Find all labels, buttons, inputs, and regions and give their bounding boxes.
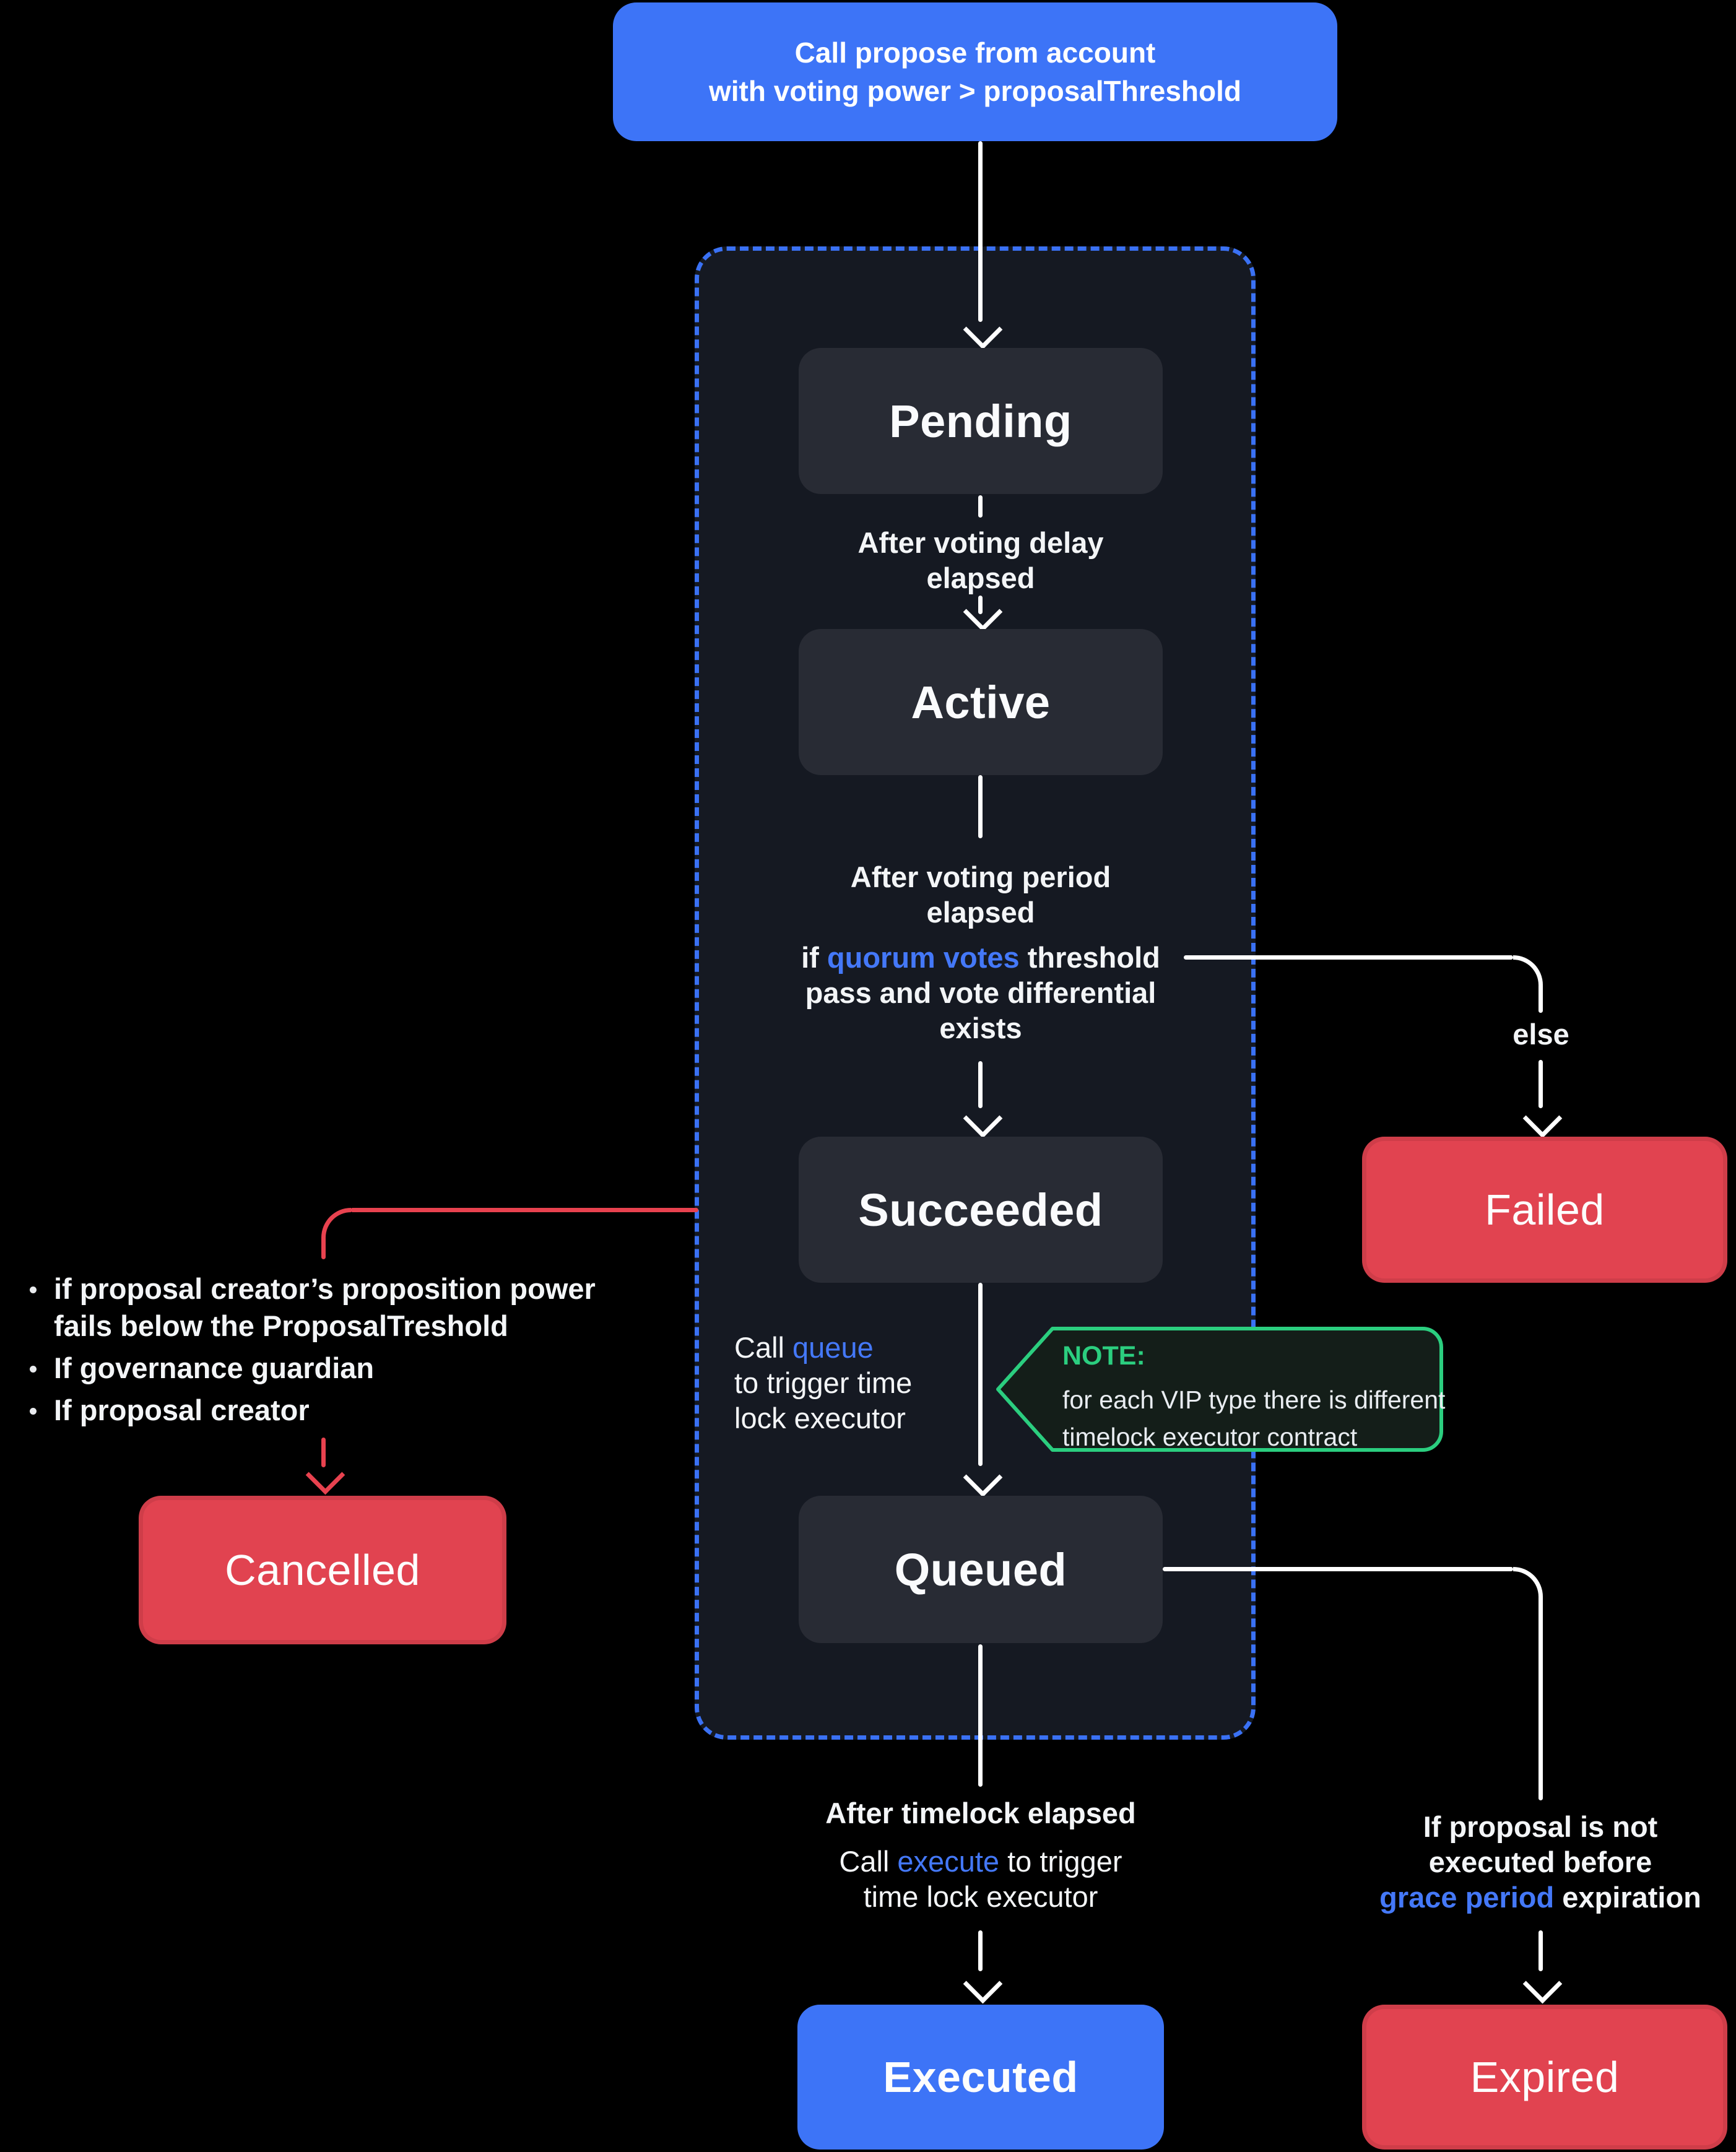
arrow-down-icon	[1522, 1098, 1563, 1139]
queue-link: queue	[792, 1331, 874, 1364]
label-call-queue: Call queue to trigger time lock executor	[734, 1331, 913, 1434]
state-failed-label: Failed	[1485, 1186, 1605, 1234]
state-active-label: Active	[911, 676, 1051, 728]
connector-active-stub	[978, 775, 983, 838]
note-line1: for each VIP type there is different	[1062, 1386, 1446, 1414]
list-item: if proposal creator’s proposition power …	[19, 1270, 650, 1345]
connector-cancel-corner	[321, 1208, 351, 1238]
note-line2: timelock executor contract	[1062, 1423, 1358, 1451]
label-expired-condition: If proposal is not executed before grace…	[1379, 1810, 1701, 1914]
connector-cancelled	[321, 1438, 326, 1467]
connector-condition-succeeded	[978, 1061, 983, 1108]
state-succeeded-label: Succeeded	[858, 1184, 1103, 1236]
grace-period-link: grace period	[1379, 1881, 1555, 1914]
label-after-voting-delay: After voting delay elapsed	[857, 526, 1104, 594]
connector-succeeded-queued	[978, 1283, 983, 1466]
quorum-votes-link: quorum votes	[827, 941, 1020, 974]
connector-else-vertical	[1539, 983, 1543, 1013]
connector-pending-stub	[978, 495, 983, 518]
state-succeeded: Succeeded	[799, 1137, 1163, 1283]
state-queued: Queued	[799, 1496, 1163, 1643]
state-executed-label: Executed	[883, 2053, 1078, 2101]
arrow-down-icon	[963, 1964, 1003, 2004]
list-item: If governance guardian	[19, 1350, 650, 1387]
label-quorum-condition: if quorum votes threshold pass and vote …	[801, 941, 1160, 1044]
connector-cancel-stub	[321, 1236, 326, 1259]
connector-executed-arrow	[978, 1930, 983, 1971]
label-call-execute: Call execute to trigger time lock execut…	[839, 1845, 1122, 1913]
start-node-line2: with voting power > proposalThreshold	[709, 75, 1241, 107]
state-pending-label: Pending	[889, 395, 1072, 447]
connector-delay-active	[978, 596, 983, 614]
state-failed: Failed	[1362, 1137, 1727, 1283]
bullet-icon	[30, 1366, 37, 1373]
execute-link: execute	[897, 1845, 1000, 1878]
note-callout-shape	[996, 1327, 1443, 1452]
arrow-down-icon	[305, 1455, 345, 1495]
connector-expired-horizontal	[1163, 1567, 1513, 1571]
state-pending: Pending	[799, 348, 1163, 494]
label-after-timelock: After timelock elapsed	[825, 1797, 1136, 1829]
state-executed: Executed	[797, 2005, 1164, 2150]
cancel-conditions-list: if proposal creator’s proposition power …	[19, 1270, 650, 1429]
connector-cancel-horizontal	[350, 1208, 698, 1212]
connector-start-pending	[978, 141, 983, 322]
connector-else-corner	[1513, 955, 1543, 985]
state-expired: Expired	[1362, 2005, 1727, 2150]
arrow-down-icon	[1522, 1964, 1563, 2004]
bullet-icon	[30, 1286, 37, 1293]
connector-queued-down	[978, 1644, 983, 1787]
label-else: else	[1512, 1018, 1569, 1051]
state-cancelled-label: Cancelled	[225, 1546, 420, 1594]
connector-expired-vertical	[1539, 1595, 1543, 1800]
lifecycle-container	[695, 246, 1256, 1740]
start-node: Call propose from account with voting po…	[613, 2, 1337, 141]
start-node-line1: Call propose from account	[794, 37, 1156, 69]
state-expired-label: Expired	[1470, 2053, 1620, 2101]
connector-else-horizontal	[1184, 955, 1513, 960]
list-item: If proposal creator	[19, 1392, 650, 1429]
connector-expired-arrow	[1539, 1930, 1543, 1971]
state-active: Active	[799, 629, 1163, 775]
bullet-icon	[30, 1408, 37, 1415]
connector-else-failed	[1539, 1060, 1543, 1108]
state-queued-label: Queued	[894, 1543, 1067, 1595]
note-title: NOTE:	[1062, 1341, 1145, 1371]
label-after-voting-period: After voting period elapsed	[850, 861, 1111, 929]
state-cancelled: Cancelled	[139, 1496, 506, 1644]
connector-expired-corner	[1513, 1567, 1543, 1597]
